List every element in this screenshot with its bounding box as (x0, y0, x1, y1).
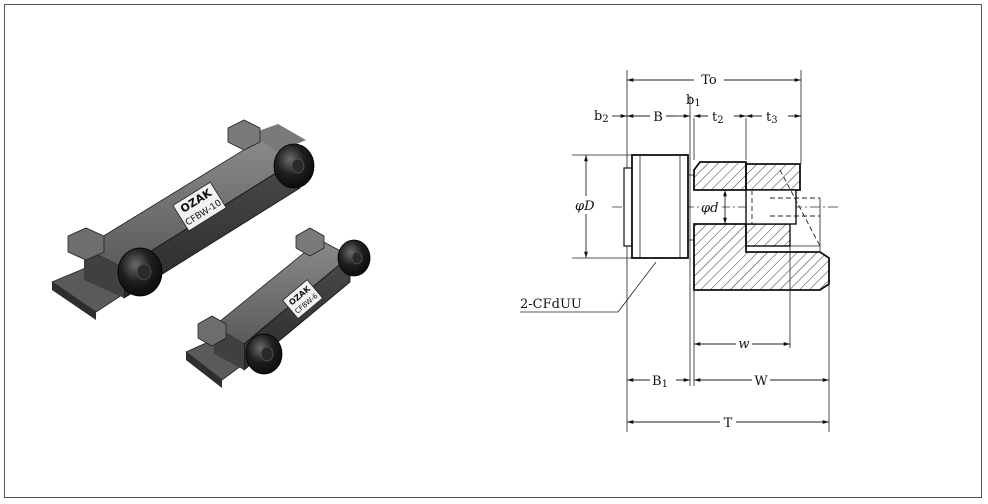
roller-section (623, 154, 694, 259)
bracket-section (693, 161, 830, 291)
small-bracket: OZAK CFBW-6 (185, 227, 371, 388)
dim-b1: b1 (686, 93, 701, 109)
large-bracket: OZAK CFBW-10 (51, 119, 315, 320)
dim-phiD: φD (575, 199, 595, 214)
dim-B: B (653, 110, 663, 125)
dim-phid: φd (701, 201, 718, 216)
dim-w: w (738, 337, 749, 352)
dim-t3: t3 (766, 110, 778, 126)
callout-label: 2-CFdUU (520, 297, 582, 312)
dim-W: W (754, 374, 768, 389)
dim-T: T (724, 416, 733, 431)
dim-b2: b2 (594, 109, 609, 125)
dim-To: To (701, 73, 717, 88)
dim-B1: B1 (652, 374, 668, 390)
dim-t2: t2 (712, 110, 724, 126)
